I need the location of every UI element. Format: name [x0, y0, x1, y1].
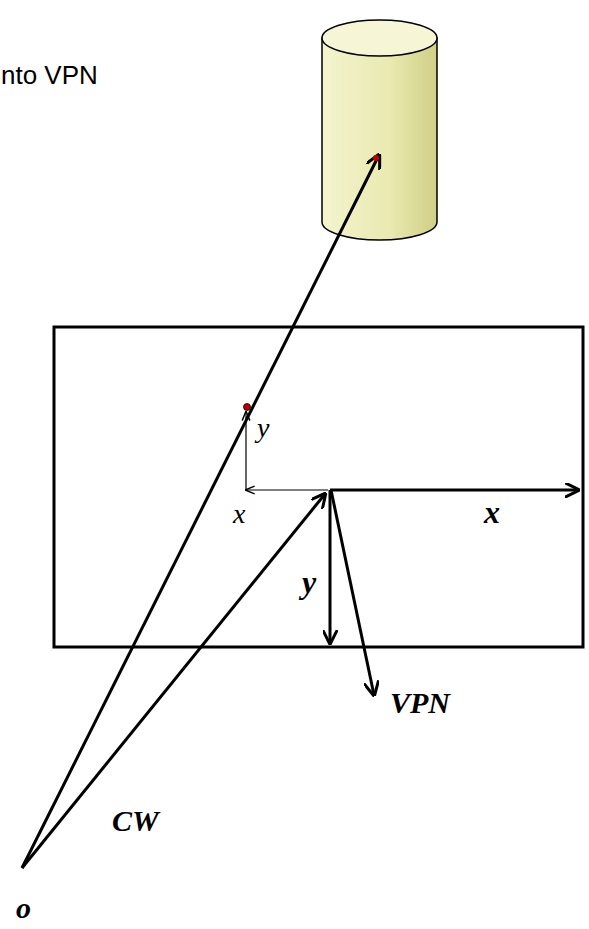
projection-ray	[22, 155, 379, 868]
origin-label: o	[16, 893, 31, 923]
x-axis	[330, 489, 578, 492]
local-axis-label: y	[257, 414, 269, 442]
cw-vector	[22, 494, 325, 868]
vector-label: CW	[112, 806, 159, 836]
vector-label: VPN	[390, 688, 450, 718]
y-axis	[329, 490, 332, 643]
vpn-vector	[331, 490, 374, 695]
local-axis-label: x	[233, 500, 245, 528]
small-y-axis	[245, 412, 246, 490]
small-x-axis	[246, 489, 328, 490]
axis-label: y	[302, 566, 316, 598]
view-plane	[54, 327, 583, 647]
object-point	[373, 155, 379, 161]
projected-point	[244, 404, 251, 411]
slide-text: nto VPN	[1, 62, 98, 88]
axis-label: x	[484, 496, 500, 528]
cylinder-object	[322, 20, 437, 240]
